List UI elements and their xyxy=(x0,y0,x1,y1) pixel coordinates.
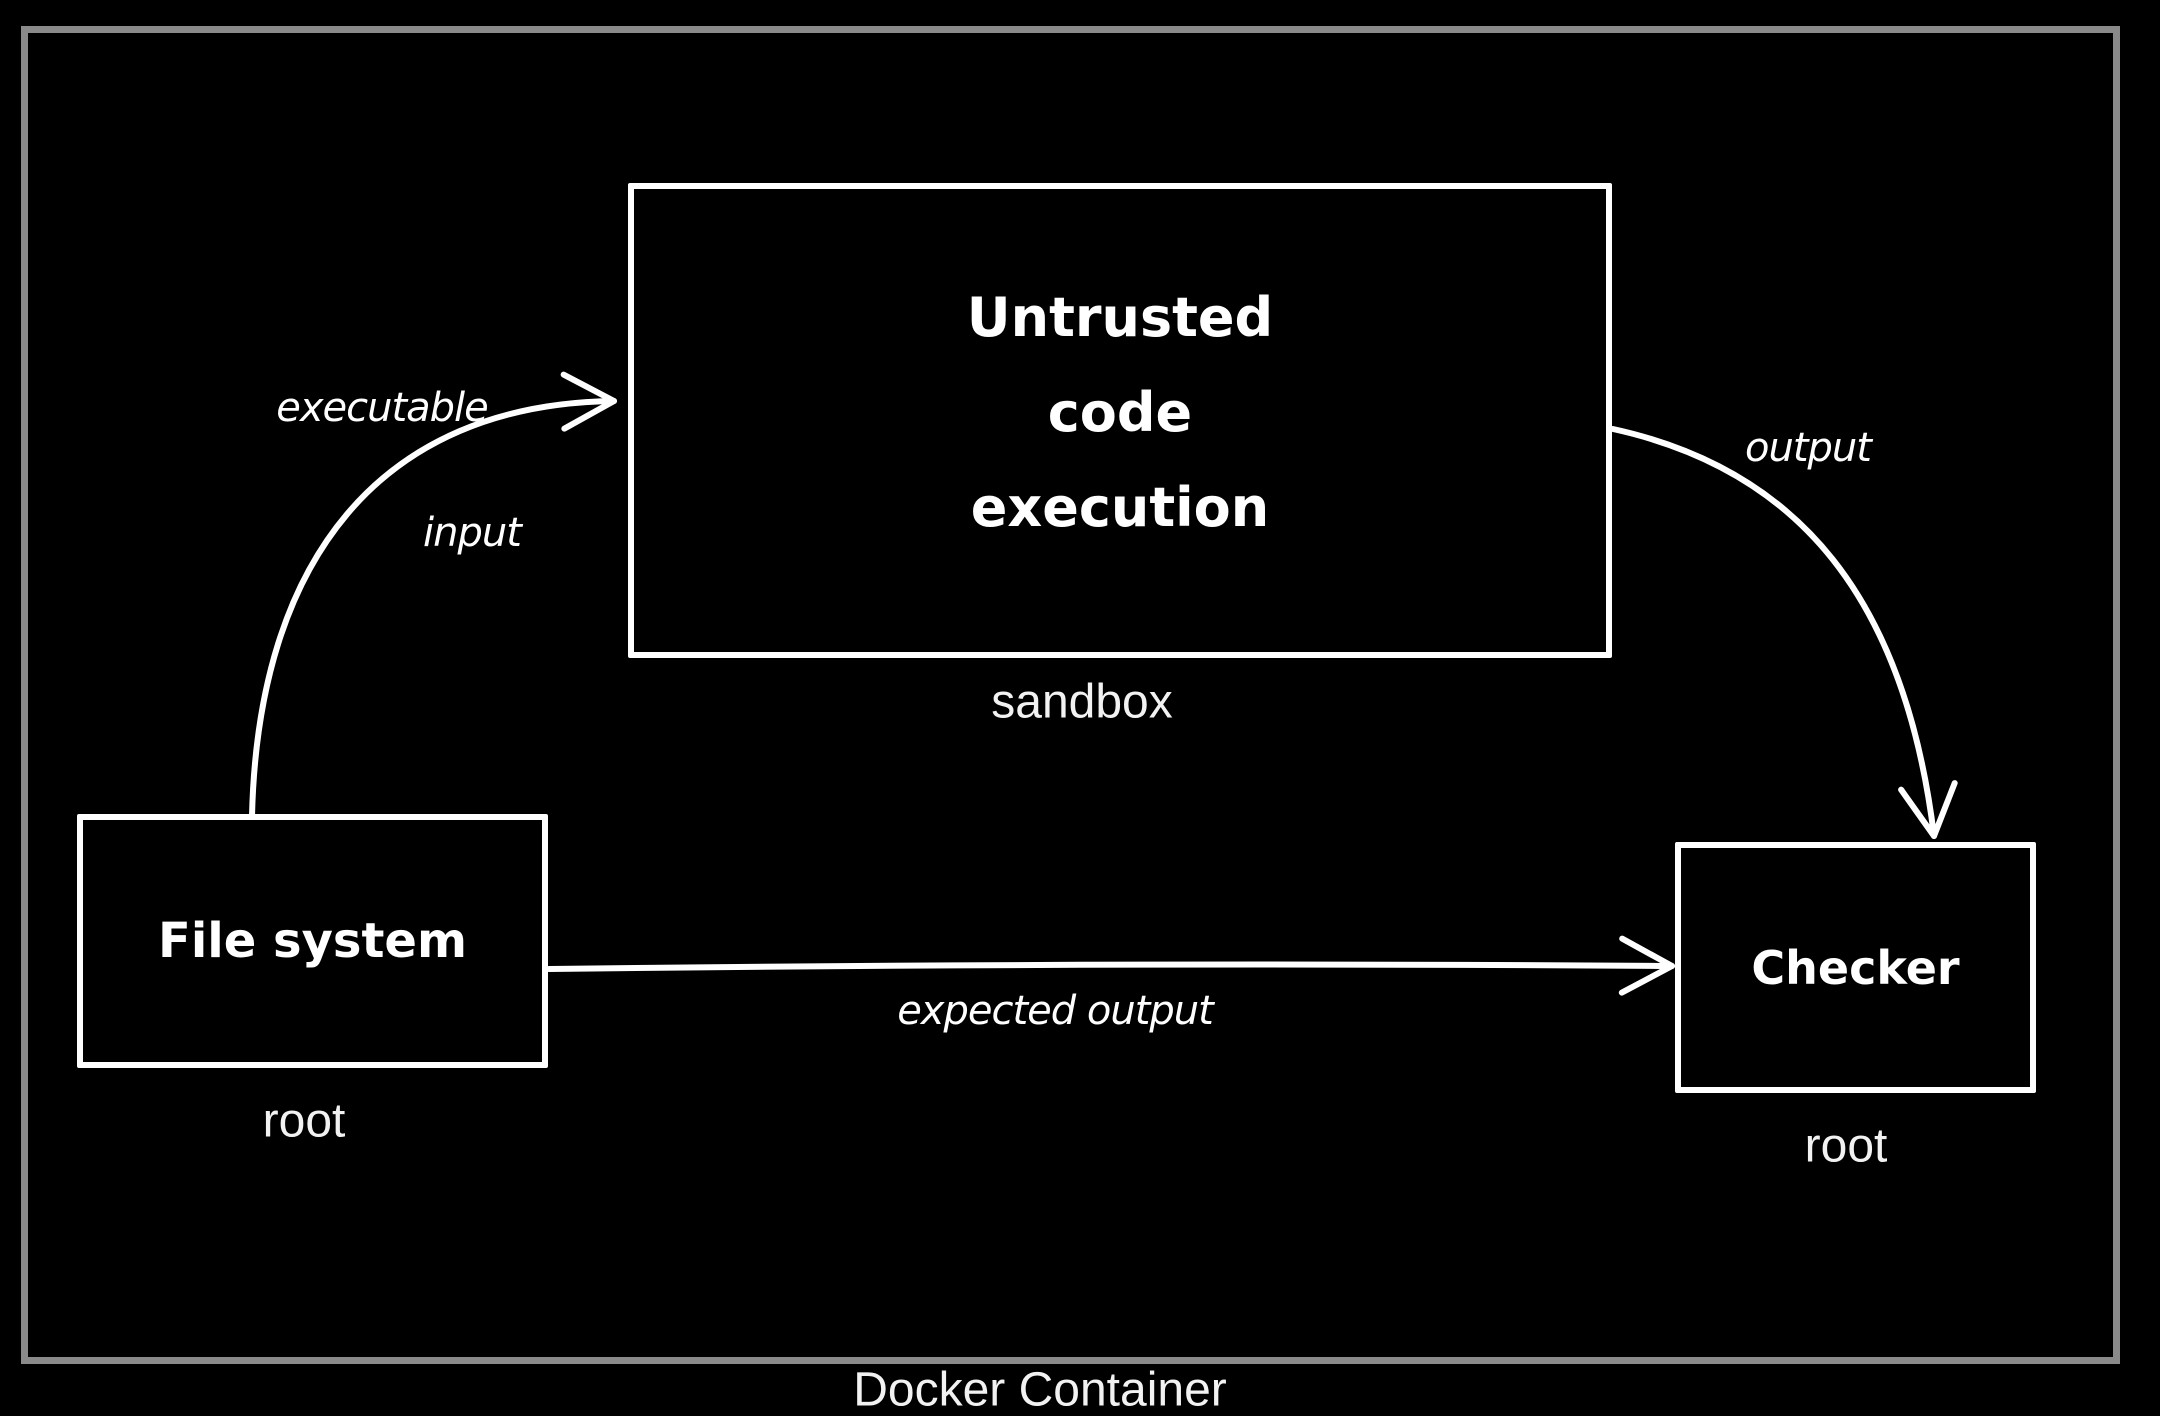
checker-caption: root xyxy=(1804,1119,1888,1173)
expected-output-edge-label: expected output xyxy=(897,988,1214,1034)
file-system-box: File system xyxy=(77,814,548,1068)
sandbox-box-label-line3: execution xyxy=(970,476,1270,539)
file-system-box-label: File system xyxy=(158,913,467,969)
file-system-caption: root xyxy=(262,1094,346,1148)
output-edge-label: output xyxy=(1745,425,1872,471)
expected-output-arrow xyxy=(546,935,1675,996)
input-edge-label: input xyxy=(423,510,522,556)
docker-container-boundary xyxy=(21,26,2120,1364)
sandbox-box-label-line1: Untrusted xyxy=(966,286,1274,349)
output-arrow xyxy=(1610,426,1958,839)
checker-box-label: Checker xyxy=(1751,940,1960,995)
executable-edge-label: executable xyxy=(276,385,489,431)
sandbox-caption: sandbox xyxy=(991,675,1173,729)
sandbox-box: Untrusted code execution xyxy=(628,183,1612,658)
sandbox-box-label: Untrusted code execution xyxy=(967,270,1273,571)
sandbox-box-label-line2: code xyxy=(1047,381,1193,444)
input-arrow xyxy=(249,371,617,819)
docker-container-title: Docker Container xyxy=(853,1363,1227,1416)
checker-box: Checker xyxy=(1675,842,2036,1093)
